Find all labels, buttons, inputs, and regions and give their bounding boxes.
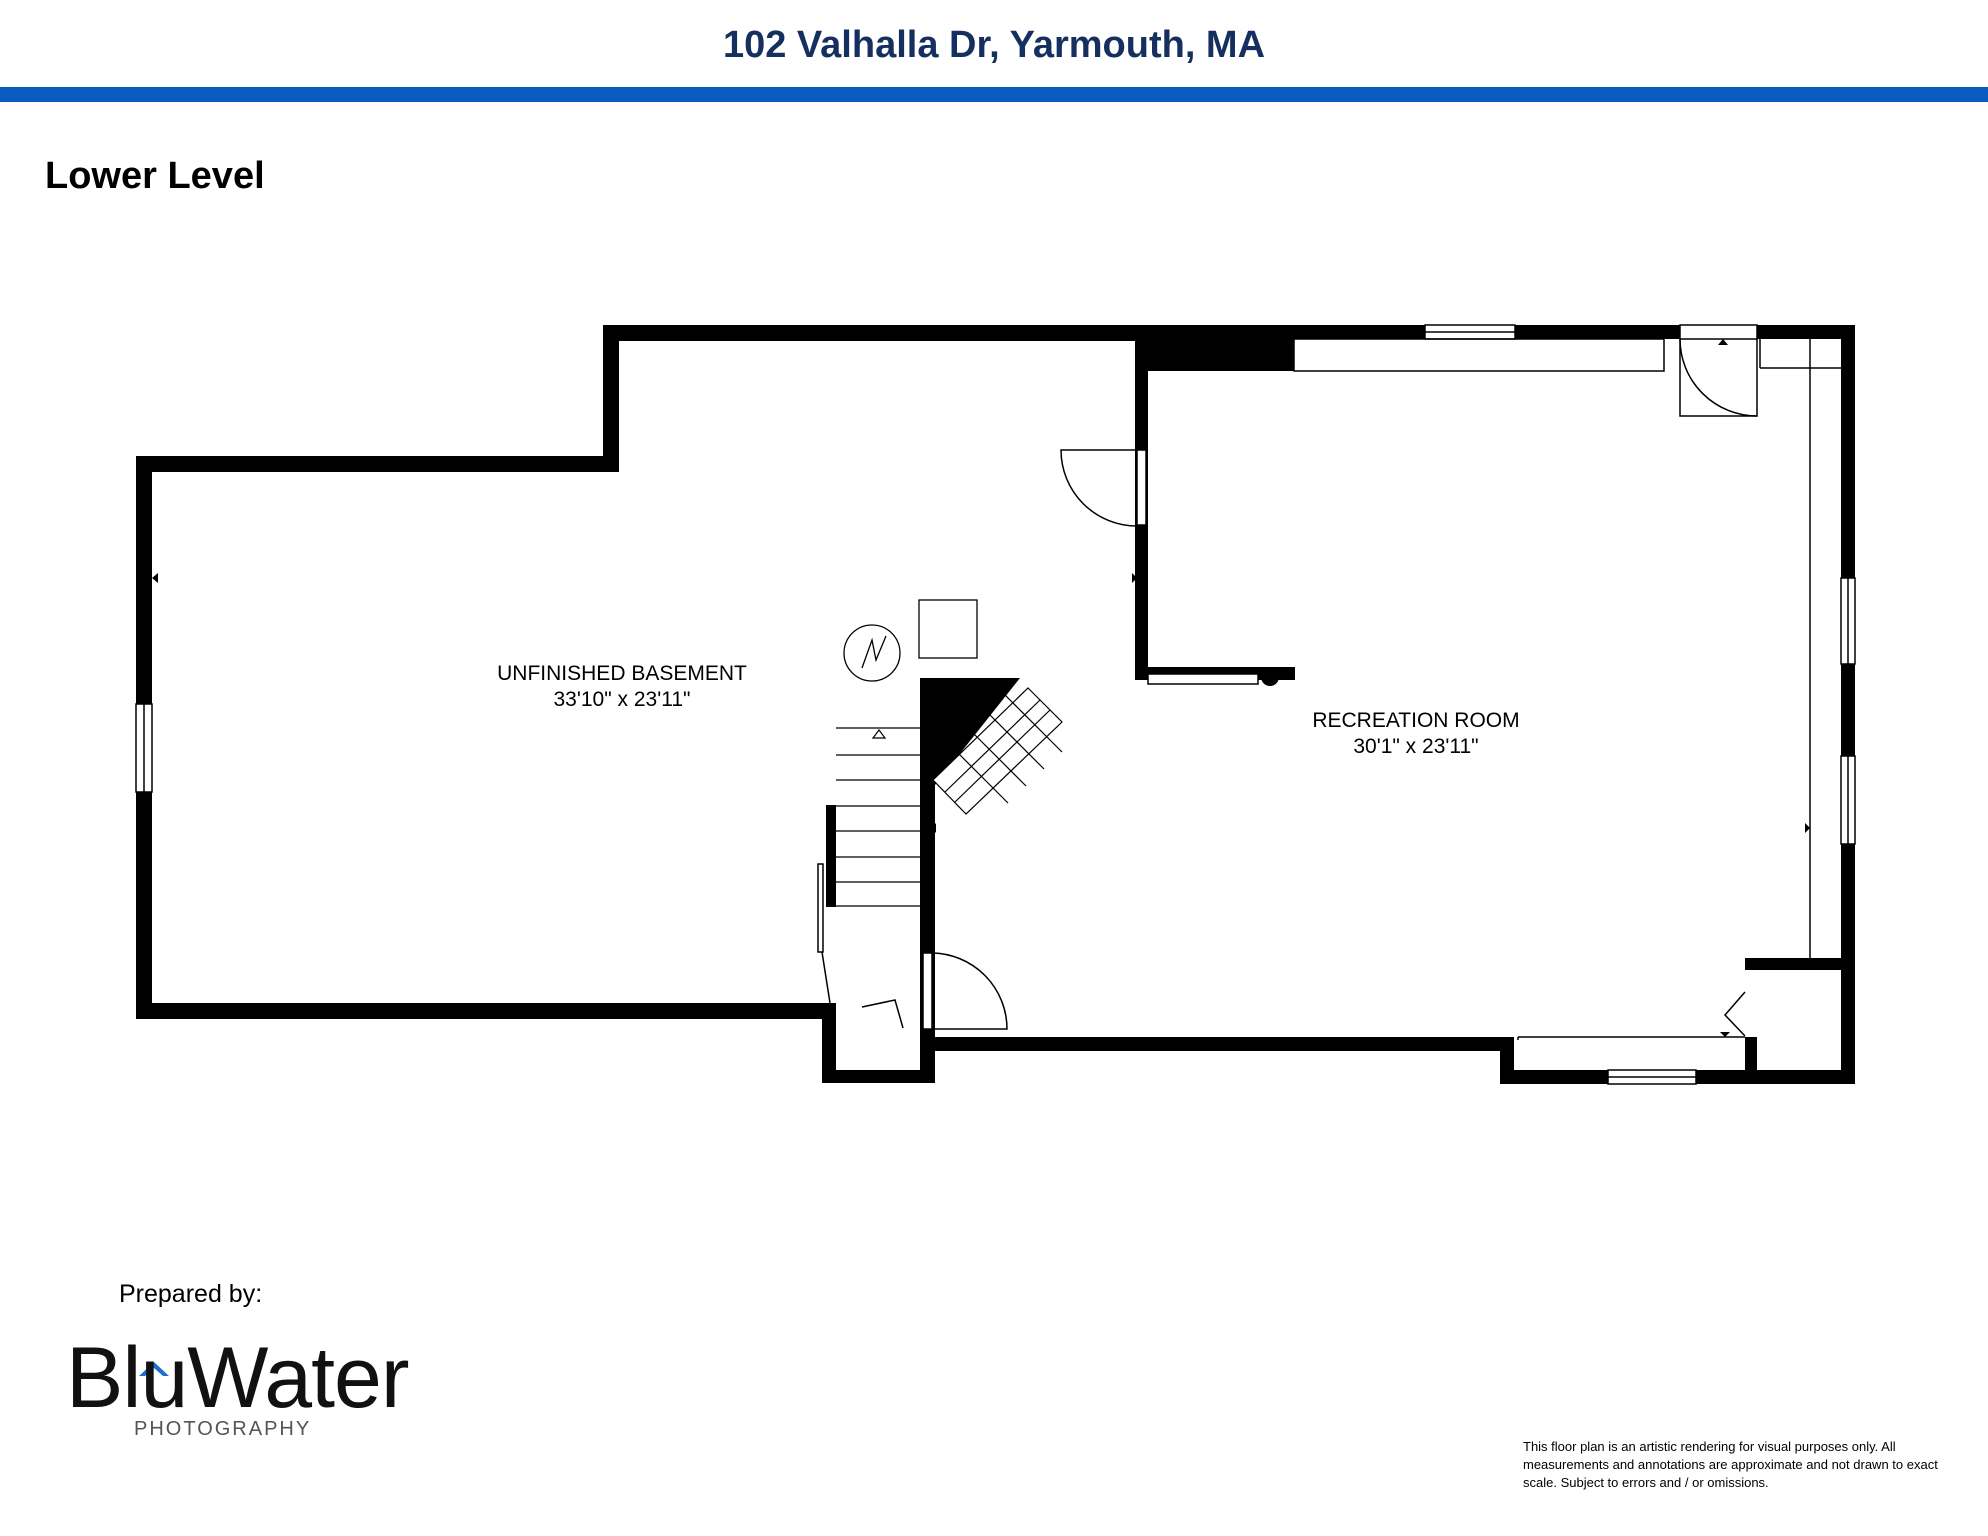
company-logo-subtext: PHOTOGRAPHY [134, 1418, 312, 1440]
stairs [836, 687, 1063, 907]
vestibule-walls [822, 805, 935, 1083]
page-title: 102 Valhalla Dr, Yarmouth, MA [722, 24, 1266, 66]
basement-walls [136, 325, 1295, 1019]
prepared-by-label: Prepared by: [119, 1280, 263, 1308]
disclaimer-text: This floor plan is an artistic rendering… [1523, 1439, 1938, 1490]
level-title: Lower Level [45, 155, 265, 197]
header-bar [0, 87, 1988, 102]
column-post [1261, 668, 1279, 686]
wall-markers [152, 335, 1810, 1037]
company-logo: BluWater [66, 1330, 409, 1426]
recreation-walls [920, 325, 1855, 1084]
windows [135, 324, 1856, 1085]
room-name-basement: UNFINISHED BASEMENT [497, 662, 747, 685]
room-dimensions-recreation: 30'1" x 23'11" [1353, 735, 1478, 758]
logo-roof-icon [139, 1362, 169, 1376]
room-dimensions-basement: 33'10" x 23'11" [554, 688, 691, 711]
utility-fixtures [843, 599, 978, 682]
doors [817, 324, 1758, 1037]
room-name-recreation: RECREATION ROOM [1312, 709, 1519, 732]
interior-lines [1147, 338, 1841, 1040]
